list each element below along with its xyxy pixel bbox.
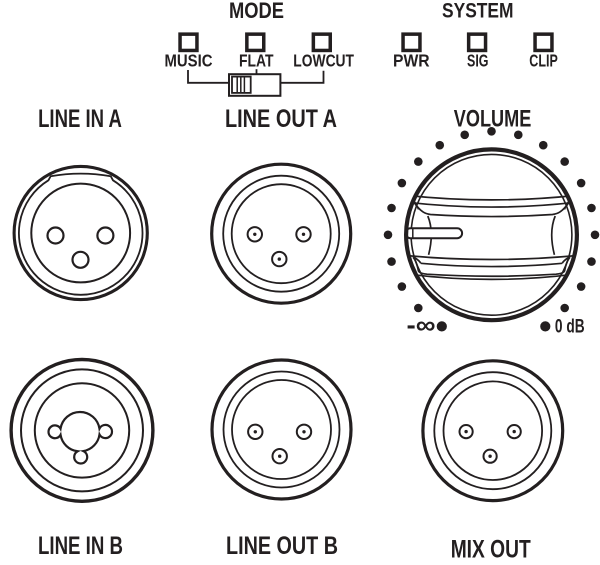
svg-text:-∞: -∞ xyxy=(407,312,436,340)
svg-text:0 dB: 0 dB xyxy=(555,316,585,338)
svg-text:LINE IN A: LINE IN A xyxy=(38,106,122,133)
svg-text:LINE OUT A: LINE OUT A xyxy=(225,106,337,133)
svg-text:MUSIC: MUSIC xyxy=(165,51,213,71)
svg-text:FLAT: FLAT xyxy=(239,51,274,71)
svg-text:SYSTEM: SYSTEM xyxy=(442,0,514,23)
svg-text:MODE: MODE xyxy=(229,0,284,23)
svg-text:MIX OUT: MIX OUT xyxy=(451,537,531,564)
svg-text:LINE OUT B: LINE OUT B xyxy=(226,533,338,560)
svg-text:CLIP: CLIP xyxy=(529,51,558,71)
svg-text:SIG: SIG xyxy=(467,51,489,71)
svg-text:LINE IN B: LINE IN B xyxy=(38,533,123,560)
svg-text:PWR: PWR xyxy=(393,51,430,71)
svg-text:LOWCUT: LOWCUT xyxy=(293,51,354,71)
